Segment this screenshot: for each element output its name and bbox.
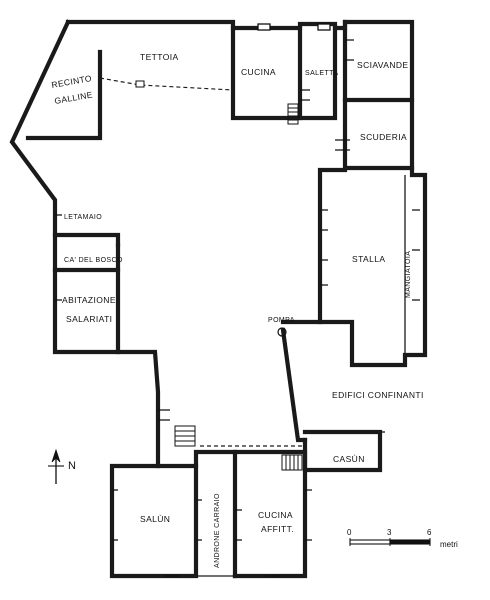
- scale-bar: 0 3 6 metri: [347, 528, 458, 549]
- scale-unit: metri: [440, 540, 458, 549]
- label-salariati: SALARIATI: [66, 314, 112, 324]
- label-saletta: SALETTA: [305, 70, 338, 77]
- door-marks: [55, 23, 420, 577]
- label-tettoia: TETTOIA: [140, 52, 179, 62]
- tettoia-pillar: [135, 80, 145, 88]
- label-ca-del-bosco: CA' DEL BOSCO: [64, 257, 123, 264]
- label-mangiatoia: MANGIATOIA: [405, 251, 412, 298]
- label-edifici-confinanti: EDIFICI CONFINANTI: [332, 390, 424, 400]
- north-arrow: N: [48, 448, 76, 484]
- label-stalla: STALLA: [352, 254, 385, 264]
- label-letamaio: LETAMAIO: [64, 214, 102, 221]
- label-affitt: AFFITT.: [261, 524, 294, 534]
- north-label: N: [68, 460, 76, 472]
- label-androne-carraio: ANDRONE CARRAIO: [214, 493, 221, 568]
- scale-tick-6: 6: [427, 528, 432, 537]
- stairs: [174, 103, 303, 471]
- label-salun: SALÙN: [140, 514, 170, 524]
- label-cucina-affitt: CUCINA: [258, 510, 293, 520]
- label-cucina: CUCINA: [241, 67, 276, 77]
- label-casun: CASÙN: [333, 454, 365, 464]
- scale-tick-3: 3: [387, 528, 392, 537]
- scale-tick-0: 0: [347, 528, 352, 537]
- label-recinto: RECINTO: [51, 73, 93, 90]
- label-galline: GALLINE: [54, 89, 94, 106]
- label-scuderia: SCUDERIA: [360, 132, 407, 142]
- label-sciavande: SCIAVANDE: [357, 60, 408, 70]
- pompa-icon: [277, 327, 287, 337]
- label-pompa: POMPA: [268, 317, 295, 324]
- tettoia-dashed-edge: [99, 77, 234, 91]
- label-abitazione: ABITAZIONE: [62, 295, 116, 305]
- outer-walls: [9, 19, 428, 579]
